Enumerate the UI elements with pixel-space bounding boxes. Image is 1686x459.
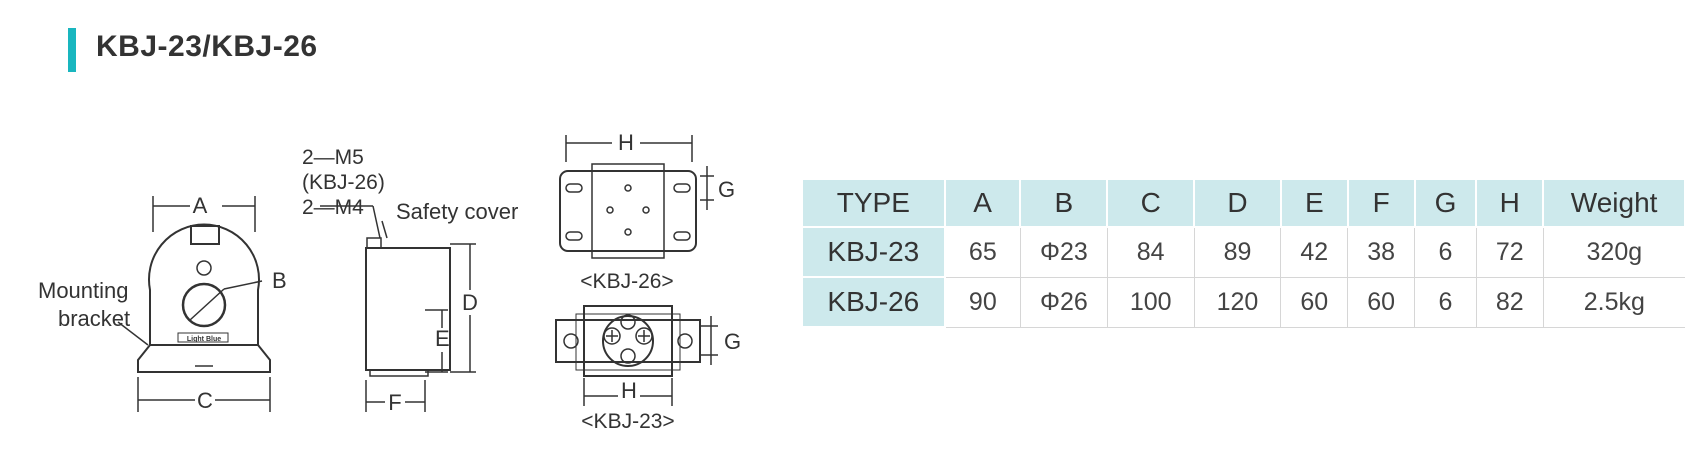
table-row: KBJ-23 65 Φ23 84 89 42 38 6 72 320g bbox=[803, 227, 1685, 278]
dim-label-g-kbj26: G bbox=[718, 177, 735, 202]
cell-b: Φ26 bbox=[1020, 277, 1108, 328]
safety-cover-label: Safety cover bbox=[396, 199, 518, 224]
header-d: D bbox=[1194, 180, 1282, 228]
kbj23-view-drawing bbox=[555, 305, 718, 406]
cell-h: 82 bbox=[1476, 277, 1544, 328]
cell-e: 60 bbox=[1280, 277, 1349, 328]
cell-h: 72 bbox=[1476, 227, 1544, 278]
header-e: E bbox=[1280, 180, 1349, 228]
table-row: KBJ-26 90 Φ26 100 120 60 60 6 82 2.5kg bbox=[803, 277, 1685, 328]
title-accent-bar bbox=[68, 28, 76, 72]
mounting-bracket-label-line1: Mounting bbox=[38, 278, 129, 303]
header-a: A bbox=[944, 180, 1022, 228]
cell-type: KBJ-23 bbox=[803, 227, 946, 278]
header-weight: Weight bbox=[1543, 180, 1686, 228]
cell-f: 60 bbox=[1347, 277, 1416, 328]
dim-label-b: B bbox=[272, 268, 287, 293]
cell-d: 120 bbox=[1194, 277, 1282, 328]
dim-label-f: F bbox=[388, 390, 401, 415]
caption-kbj23: <KBJ-23> bbox=[581, 410, 674, 433]
dim-label-a: A bbox=[193, 193, 208, 218]
m4-label: 2—M4 bbox=[302, 196, 364, 219]
cell-a: 65 bbox=[944, 227, 1021, 278]
side-view-drawing bbox=[320, 205, 476, 412]
cell-c: 100 bbox=[1107, 277, 1195, 328]
header-b: B bbox=[1020, 180, 1109, 228]
dim-label-d: D bbox=[462, 290, 478, 315]
m5-label: 2—M5 bbox=[302, 146, 364, 169]
cell-f: 38 bbox=[1347, 227, 1416, 278]
header-type: TYPE bbox=[803, 180, 946, 228]
dim-label-h-kbj23: H bbox=[621, 378, 637, 403]
cell-weight: 320g bbox=[1543, 227, 1685, 278]
cell-a: 90 bbox=[944, 277, 1021, 328]
logo-text: Light Blue bbox=[187, 336, 221, 343]
spec-table: TYPE A B C D E F G H Weight KBJ-23 65 Φ2… bbox=[803, 180, 1686, 328]
kbj26-view-drawing bbox=[559, 135, 714, 259]
header-c: C bbox=[1107, 180, 1196, 228]
kbj26-note-label: (KBJ-26) bbox=[302, 171, 385, 194]
dim-label-h-kbj26: H bbox=[618, 130, 634, 155]
table-header-row: TYPE A B C D E F G H Weight bbox=[803, 180, 1686, 228]
cell-g: 6 bbox=[1414, 277, 1477, 328]
cell-type: KBJ-26 bbox=[803, 277, 946, 328]
dim-label-c: C bbox=[197, 388, 213, 413]
cell-g: 6 bbox=[1414, 227, 1477, 278]
dim-label-g-kbj23: G bbox=[724, 329, 741, 354]
cell-b: Φ23 bbox=[1020, 227, 1108, 278]
mounting-bracket-label-line2: bracket bbox=[58, 306, 130, 331]
cell-d: 89 bbox=[1194, 227, 1282, 278]
header-f: F bbox=[1347, 180, 1416, 228]
cell-weight: 2.5kg bbox=[1543, 277, 1685, 328]
cell-e: 42 bbox=[1280, 227, 1349, 278]
caption-kbj26: <KBJ-26> bbox=[580, 270, 673, 293]
header-h: H bbox=[1476, 180, 1545, 228]
cell-c: 84 bbox=[1107, 227, 1195, 278]
header-g: G bbox=[1414, 180, 1478, 228]
dim-label-e: E bbox=[435, 326, 450, 351]
front-view-drawing bbox=[117, 196, 271, 412]
page-title: KBJ-23/KBJ-26 bbox=[96, 30, 318, 63]
